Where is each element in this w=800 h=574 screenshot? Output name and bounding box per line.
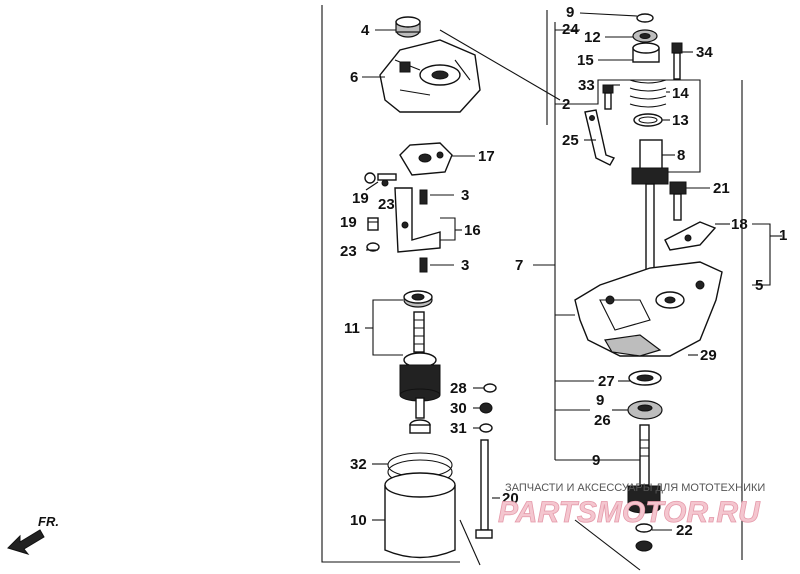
part-9-top-washer [636,13,654,23]
callout-8: 8 [677,147,685,164]
part-8-gear [631,139,669,275]
callout-18: 18 [731,216,748,233]
diag-line-bottom [574,519,641,571]
callout-28: 28 [450,380,467,397]
part-26-bearing [627,400,663,420]
part-11-bearing-gear [399,290,441,419]
callout-32: 32 [350,456,367,473]
leader-lines [362,12,782,531]
callout-3b: 3 [461,257,469,274]
callout-21: 21 [713,180,730,197]
callout-12: 12 [584,29,601,46]
part-28-30-31-washers [479,383,497,433]
watermark-text: ЗАПЧАСТИ И АКСЕССУАРЫ ДЛЯ МОТОТЕХНИКИ [505,482,765,494]
part-3-pins [419,189,428,273]
part-10-cylinder [384,472,456,559]
part-14-spring [629,79,667,108]
callout-29: 29 [700,347,717,364]
callout-6: 6 [350,69,358,86]
callout-19a: 19 [352,190,369,207]
callout-14: 14 [672,85,689,102]
callout-16: 16 [464,222,481,239]
callout-9c: 9 [592,452,600,469]
callout-23a: 23 [378,196,395,213]
diag-line-6 [439,29,561,101]
callout-11: 11 [344,320,360,337]
callout-27: 27 [598,373,615,390]
callout-2: 2 [562,96,570,113]
callout-19b: 19 [340,214,357,231]
watermark: ЗАПЧАСТИ И АКСЕССУАРЫ ДЛЯ МОТОТЕХНИКИ PA… [498,482,766,529]
part-27-bushing [628,370,662,386]
part-13-ring [633,113,663,127]
callout-31: 31 [450,420,467,437]
callout-15: 15 [577,52,594,69]
part-12-ring [632,29,658,43]
part-4-cap [395,16,421,38]
frame-lines [321,5,743,571]
part-18-arm [664,221,717,251]
front-label: FR. [38,514,59,529]
callout-23b: 23 [340,243,357,260]
callout-numbers: 1 2 3 3 4 5 6 7 8 9 9 9 10 11 12 13 14 1… [340,4,787,539]
part-20-long-bolt [475,439,493,539]
callout-7: 7 [515,257,523,274]
part-33-bolt [602,84,614,110]
part-15-collar [632,42,660,63]
callout-30: 30 [450,400,467,417]
callout-10: 10 [350,512,367,529]
callout-5: 5 [755,277,763,294]
callout-22: 22 [676,522,693,539]
callout-20: 20 [502,490,519,507]
part-7-main-housing [574,261,723,357]
part-21-bolt [669,181,687,221]
watermark-logo: PARTSMOTOR.RU [498,496,761,529]
callout-24: 24 [562,21,579,38]
callout-25: 25 [562,132,579,149]
callout-9a: 9 [566,4,574,21]
part-34-bolt [671,42,683,80]
part-25-plate [584,109,616,166]
front-direction-indicator: FR. [7,514,59,555]
part-small-bushing [409,419,431,434]
callout-13: 13 [672,112,689,129]
callout-33: 33 [578,77,595,94]
callout-3a: 3 [461,187,469,204]
front-arrow-icon [7,529,45,555]
part-19-23-bolts-upper [364,172,397,187]
part-22-gear [627,485,661,552]
callout-1: 1 [779,227,787,244]
part-6-upper-housing [379,39,481,113]
diag-line-20 [459,519,481,566]
part-19-23-bolts-lower [366,217,380,252]
callout-26: 26 [594,412,611,429]
callout-17: 17 [478,148,495,165]
left-frame-line [321,20,460,563]
callout-4: 4 [361,22,370,39]
part-16-bracket [394,187,441,253]
part-9-lower-shaft [639,424,650,486]
part-17-cam [399,142,453,176]
callout-34: 34 [696,44,713,61]
callout-9b: 9 [596,392,604,409]
